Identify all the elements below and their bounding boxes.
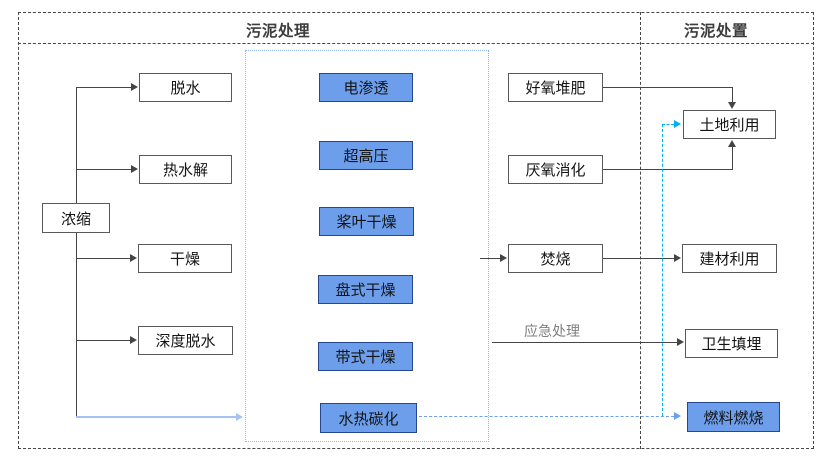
- box-electro-osmosis: 电渗透: [319, 73, 413, 102]
- box-drying: 干燥: [138, 244, 232, 273]
- box-hydrothermal-carbonization: 水热碳化: [320, 403, 417, 433]
- outer-dashed-border: [18, 12, 814, 449]
- arrowhead-to-dewatering: [131, 83, 138, 91]
- box-fuel-combustion: 燃料燃烧: [687, 402, 780, 432]
- line-composting-right: [603, 87, 733, 88]
- arrowhead-to-thermal-hydrolysis: [131, 165, 138, 173]
- box-ultra-high-pressure: 超高压: [319, 141, 413, 170]
- line-digestion-up: [732, 147, 733, 170]
- line-concentration-trunk-down: [76, 233, 77, 417]
- line-to-thermal-hydrolysis: [76, 169, 131, 170]
- dashed-line-up-to-land-use: [662, 124, 663, 416]
- box-thermal-hydrolysis: 热水解: [139, 155, 232, 184]
- box-sanitary-landfill: 卫生填埋: [685, 329, 778, 358]
- box-building-material-use: 建材利用: [682, 244, 777, 273]
- arrowhead-to-fuel-combustion: [674, 412, 681, 420]
- box-paddle-drying: 桨叶干燥: [319, 207, 414, 236]
- technology-group-frame: [245, 50, 489, 442]
- arrowhead-to-landfill: [677, 338, 684, 346]
- box-incineration: 焚烧: [508, 244, 603, 273]
- box-anaerobic-digestion: 厌氧消化: [508, 155, 603, 184]
- section-divider-line: [640, 12, 641, 449]
- dashed-line-into-land-use: [662, 124, 674, 125]
- box-land-use: 土地利用: [683, 110, 776, 139]
- line-composting-down: [732, 87, 733, 102]
- line-into-incineration: [480, 258, 500, 259]
- box-aerobic-composting: 好氧堆肥: [508, 73, 603, 102]
- arrowhead-composting-to-land-use: [728, 102, 736, 109]
- arrowhead-to-drying: [130, 254, 137, 262]
- box-concentration: 浓缩: [42, 203, 110, 233]
- section-title-treatment: 污泥处理: [246, 23, 311, 40]
- arrowhead-digestion-to-land-use: [728, 140, 736, 147]
- box-belt-drying: 带式干燥: [318, 342, 413, 371]
- section-title-disposal: 污泥处置: [684, 23, 749, 40]
- box-disc-drying: 盘式干燥: [318, 275, 413, 304]
- arrowhead-into-incineration: [500, 254, 507, 262]
- dashed-line-to-fuel-combustion: [419, 416, 674, 417]
- line-to-dewatering: [76, 87, 131, 88]
- arrowhead-to-building-material: [674, 254, 681, 262]
- line-blue-to-technology-frame: [76, 416, 236, 418]
- line-to-deep-dewatering: [76, 340, 130, 341]
- line-concentration-trunk-up: [76, 87, 77, 203]
- emergency-treatment-label: 应急处理: [524, 323, 580, 339]
- arrowhead-blue-to-technology-frame: [236, 413, 243, 421]
- line-to-drying: [76, 258, 130, 259]
- box-deep-dewatering: 深度脱水: [138, 326, 233, 355]
- header-divider-line: [18, 43, 814, 44]
- box-dewatering: 脱水: [139, 73, 232, 102]
- line-incineration-to-building-material: [603, 258, 674, 259]
- line-digestion-right: [603, 169, 733, 170]
- arrowhead-to-land-use: [674, 120, 681, 128]
- line-emergency-to-landfill: [492, 342, 677, 343]
- arrowhead-to-deep-dewatering: [130, 336, 137, 344]
